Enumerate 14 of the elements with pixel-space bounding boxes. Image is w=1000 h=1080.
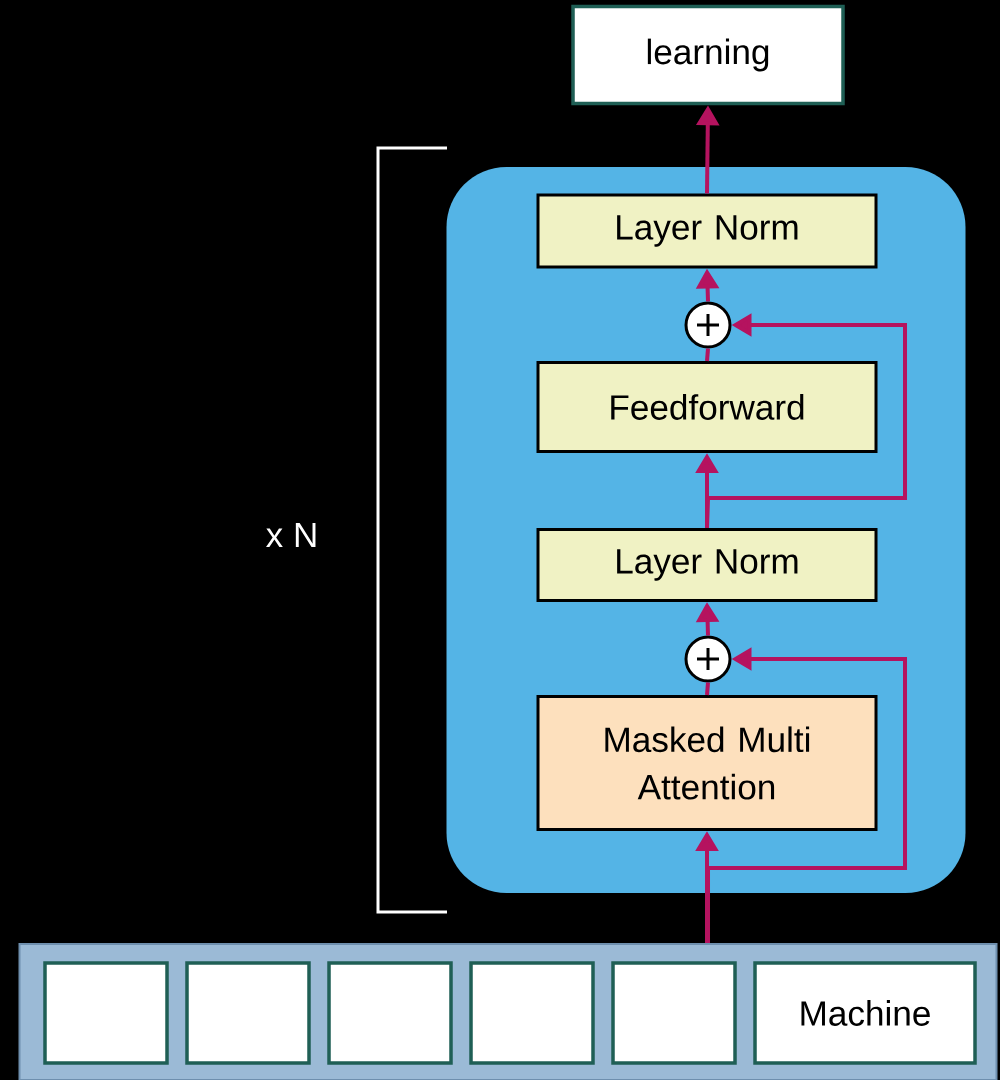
token-box [327,961,453,1065]
repeat-label: x N [266,522,316,548]
layer-box: Layer Norm [536,193,878,269]
token-box: Machine [753,961,977,1065]
attention-box: Masked Multi Attention [536,695,878,831]
token-box [43,961,169,1065]
layer-box: Feedforward [536,361,878,453]
token-box [185,961,311,1065]
token-box [611,961,737,1065]
layer-box: Layer Norm [536,528,878,602]
add-circle [684,301,732,349]
add-circle [684,635,732,683]
output-box: learning [571,4,845,106]
token-box [469,961,595,1065]
